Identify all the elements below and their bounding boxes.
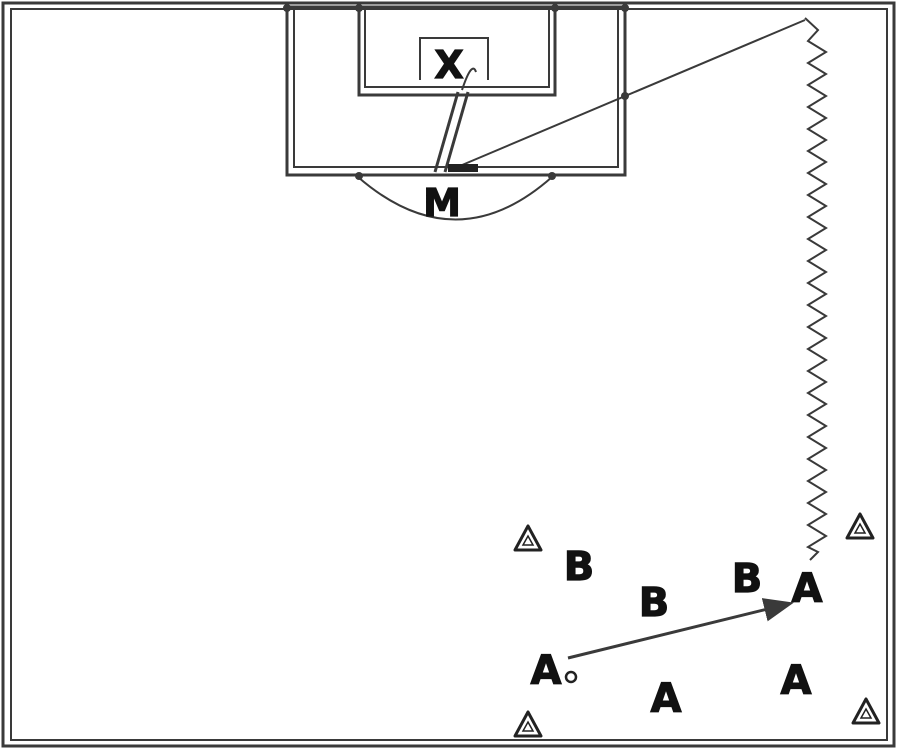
cone-icon xyxy=(513,524,543,552)
cone-icon xyxy=(845,512,875,540)
ball-icon xyxy=(564,670,578,684)
penalty-area xyxy=(285,5,627,177)
goal-area-inner xyxy=(364,6,550,88)
pass-line-m-to-x-1 xyxy=(433,91,460,173)
pitch-inner-border xyxy=(10,8,888,741)
m-marker xyxy=(448,164,478,172)
player-a: A xyxy=(781,658,812,704)
player-b: B xyxy=(732,556,763,602)
cone-icon xyxy=(851,697,881,725)
player-a: A xyxy=(531,648,562,694)
goal-frame xyxy=(419,37,489,80)
shot-curl xyxy=(461,67,477,91)
player-a: A xyxy=(792,566,823,612)
dribble-path xyxy=(804,17,828,561)
pass-line-m-to-x-2 xyxy=(443,91,470,173)
cone-icon xyxy=(513,710,543,738)
player-goalkeeper: X xyxy=(434,43,463,87)
line-junctions xyxy=(283,4,629,180)
pass-line-m-to-right xyxy=(454,19,806,169)
penalty-arc xyxy=(357,176,553,221)
player-b: B xyxy=(639,580,670,626)
player-b: B xyxy=(564,544,595,590)
player-server: M xyxy=(423,181,461,225)
pass-arrow-a-to-a xyxy=(567,598,794,660)
player-a: A xyxy=(651,676,682,722)
